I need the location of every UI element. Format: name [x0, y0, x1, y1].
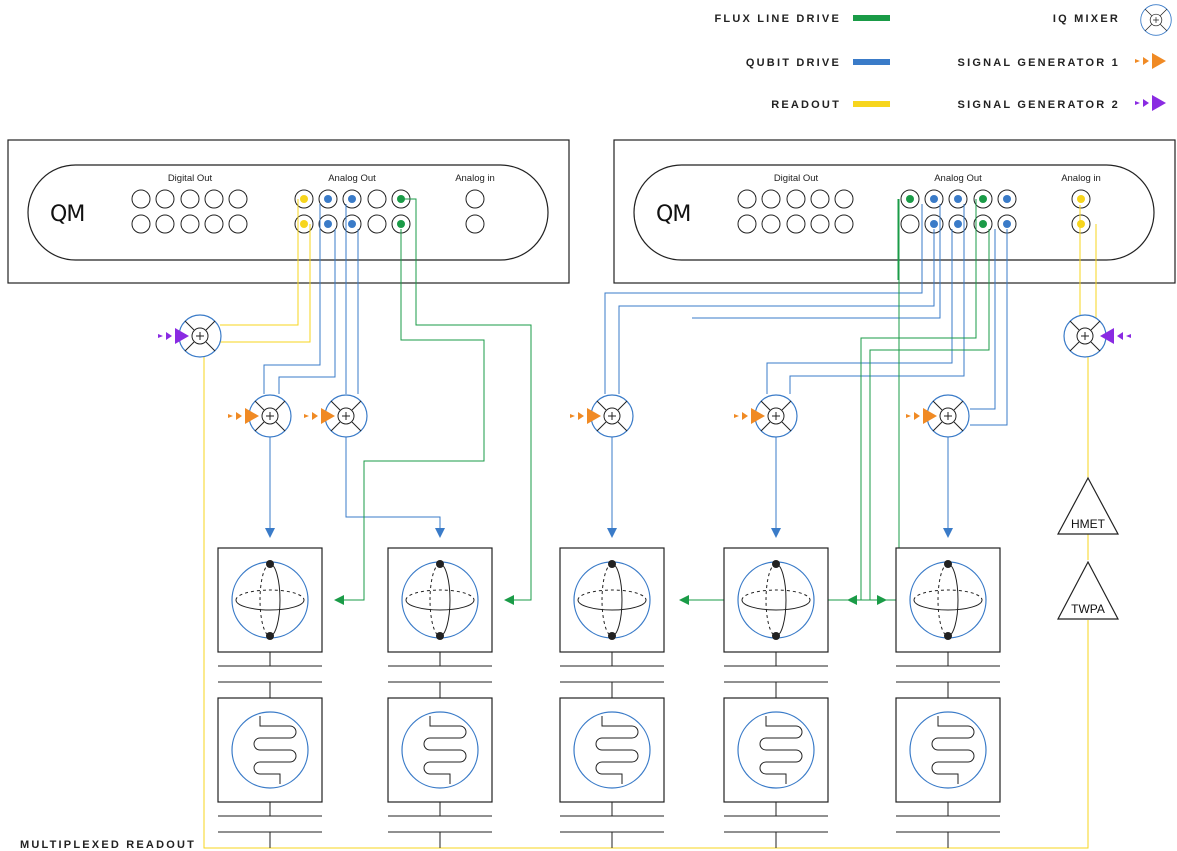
legend-mixer-label: IQ MIXER: [1053, 13, 1120, 25]
controller-2: QM Digital Out Analog Out Analog in: [613, 139, 1176, 284]
legend: FLUX LINE DRIVE QUBIT DRIVE READOUT IQ M…: [714, 4, 1172, 111]
controller-1-port-dots: [300, 195, 405, 228]
controller-1-analog-out-label: Analog Out: [328, 173, 376, 184]
qubit-column: [895, 547, 1001, 848]
controller-2-port-dots: [906, 195, 1085, 228]
controller-2-analog-in-label: Analog in: [1061, 173, 1101, 184]
controller-2-digital-ports: [737, 189, 854, 234]
controller-1-logo: QM: [50, 202, 84, 227]
twpa-label: TWPA: [1071, 602, 1105, 616]
qubit: [559, 547, 665, 653]
resonator: [723, 697, 829, 803]
qubit-columns: [217, 547, 1001, 848]
qubit-drive-wires: [263, 204, 1008, 538]
legend-qubit-label: QUBIT DRIVE: [746, 57, 841, 69]
hmet-amplifier: [1056, 476, 1120, 535]
hmet-label: HMET: [1071, 517, 1106, 531]
legend-flux-swatch: [853, 15, 890, 21]
mixers: [158, 314, 1131, 438]
qubit: [387, 547, 493, 653]
resonator: [217, 697, 323, 803]
qubit: [217, 547, 323, 653]
controller-2-digital-out-label: Digital Out: [774, 173, 819, 184]
controller-2-logo: QM: [656, 202, 690, 227]
controller-1-digital-out-label: Digital Out: [168, 173, 213, 184]
legend-sg2-label: SIGNAL GENERATOR 2: [958, 99, 1120, 111]
resonator: [387, 697, 493, 803]
twpa-amplifier: [1057, 560, 1119, 620]
resonator: [559, 697, 665, 803]
qubit-column: [559, 547, 665, 848]
qubit-column: [217, 547, 323, 848]
readout-wires: [203, 199, 1097, 849]
legend-flux-label: FLUX LINE DRIVE: [714, 13, 841, 25]
qubit-column: [387, 547, 493, 848]
legend-qubit-swatch: [853, 59, 890, 65]
signal-generator-2-icon: [1135, 95, 1166, 111]
controller-1-analog-in-ports: [465, 189, 485, 234]
legend-readout-swatch: [853, 101, 890, 107]
controller-1-digital-ports: [131, 189, 248, 234]
controller-2-analog-out-label: Analog Out: [934, 173, 982, 184]
qubit-column: [723, 547, 829, 848]
controller-1-analog-in-label: Analog in: [455, 173, 495, 184]
legend-sg1-label: SIGNAL GENERATOR 1: [958, 57, 1120, 69]
controller-1-front-panel: [27, 164, 549, 261]
controller-2-front-panel: [633, 164, 1155, 261]
legend-readout-label: READOUT: [771, 99, 841, 111]
qubit: [723, 547, 829, 653]
signal-generator-1-icon: [1135, 53, 1166, 69]
resonator: [895, 697, 1001, 803]
readout-mixer-2-icon: [1063, 314, 1107, 358]
iq-mixer-icon: [1140, 4, 1172, 36]
amplifiers: HMET TWPA: [1056, 476, 1120, 620]
controller-1: QM Digital Out Analog Out Analog in: [7, 139, 570, 284]
multiplexed-readout-label: MULTIPLEXED READOUT: [20, 839, 196, 851]
qubit: [895, 547, 1001, 653]
